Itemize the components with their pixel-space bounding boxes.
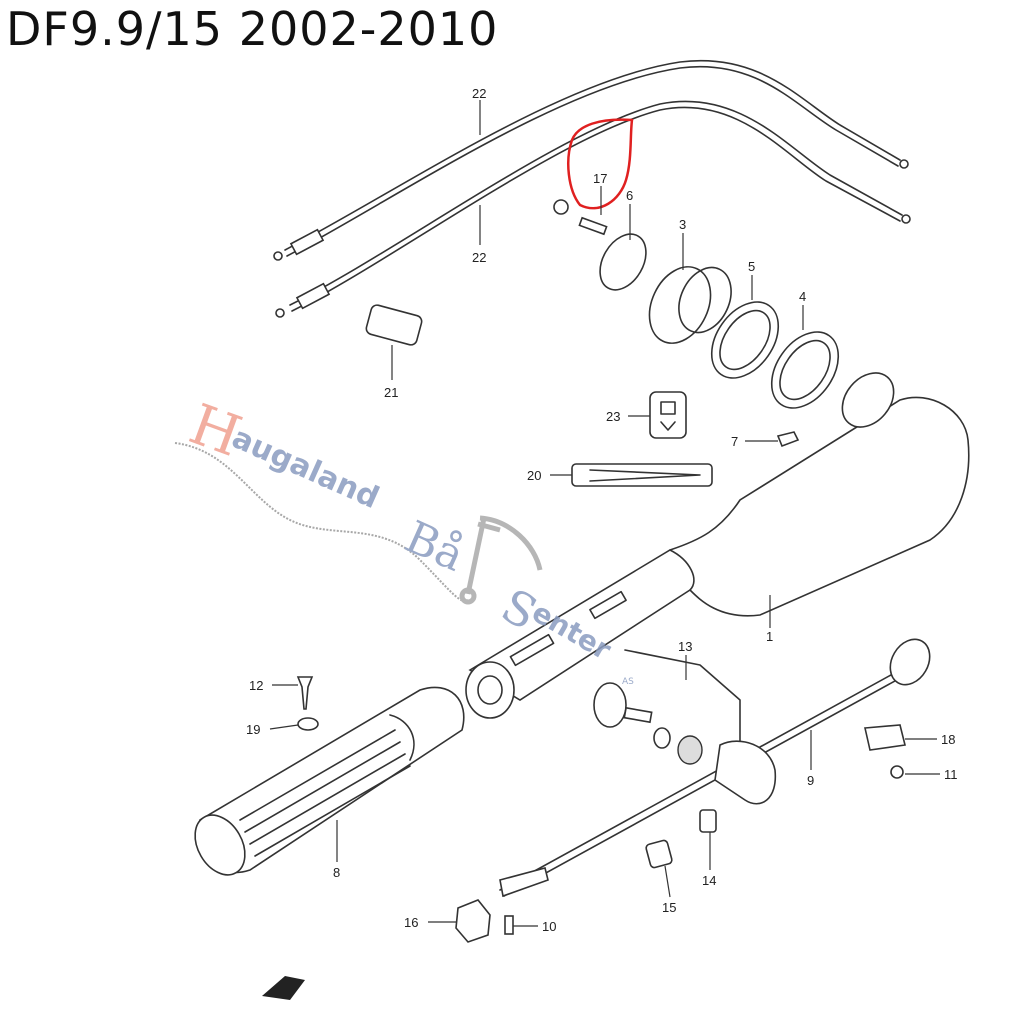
highlight-circle xyxy=(567,118,634,210)
part-labels: 22 22 17 6 3 5 4 21 23 7 20 1 13 12 19 1… xyxy=(246,86,958,934)
part-3-collar xyxy=(648,266,732,344)
part-12-screw xyxy=(296,676,314,710)
throttle-cable-lower xyxy=(275,100,911,318)
label-14: 14 xyxy=(702,873,716,888)
label-23: 23 xyxy=(606,409,620,424)
label-13: 13 xyxy=(678,639,692,654)
part-18-plate xyxy=(864,724,906,751)
label-15: 15 xyxy=(662,900,676,915)
part-17-pin xyxy=(578,216,608,236)
label-12: 12 xyxy=(249,678,263,693)
throttle-cable-upper xyxy=(273,59,909,261)
label-17: 17 xyxy=(593,171,607,186)
part-5-ring xyxy=(710,301,780,379)
part-23-decal xyxy=(649,391,687,439)
part-9-throttle-shaft xyxy=(499,638,931,898)
label-21: 21 xyxy=(384,385,398,400)
label-7: 7 xyxy=(731,434,738,449)
label-9: 9 xyxy=(807,773,814,788)
label-18: 18 xyxy=(941,732,955,747)
watermark-logo: H augaland Bå S enter AS xyxy=(174,392,634,687)
part-16-block xyxy=(455,899,491,943)
part-4-ring xyxy=(770,331,840,409)
part-6-plate xyxy=(599,233,647,291)
part-11-screw xyxy=(890,765,904,779)
part-nut xyxy=(553,199,569,215)
part-1-tiller-arm xyxy=(465,372,970,719)
part-21-grommet xyxy=(365,304,423,346)
part-7-clip xyxy=(776,431,800,448)
label-20: 20 xyxy=(527,468,541,483)
part-14-nut xyxy=(699,809,717,833)
front-arrow-icon xyxy=(262,976,305,1000)
label-4: 4 xyxy=(799,289,806,304)
part-13-bracket xyxy=(624,649,741,761)
label-3: 3 xyxy=(679,217,686,232)
anchor-icon xyxy=(459,515,543,605)
label-16: 16 xyxy=(404,915,418,930)
label-5: 5 xyxy=(748,259,755,274)
part-15-spring xyxy=(645,839,673,869)
leader-lines xyxy=(269,100,940,927)
label-22-lower: 22 xyxy=(472,250,486,265)
part-19-washer xyxy=(297,717,319,731)
label-19: 19 xyxy=(246,722,260,737)
watermark-word-1: augaland xyxy=(227,420,384,516)
diagram-title: DF9.9/15 2002-2010 xyxy=(6,2,499,56)
label-1: 1 xyxy=(766,629,773,644)
part-8-throttle-grip xyxy=(194,686,465,876)
label-6: 6 xyxy=(626,188,633,203)
label-10: 10 xyxy=(542,919,556,934)
watermark-suffix: AS xyxy=(622,677,634,687)
part-13-knob xyxy=(593,682,627,728)
label-22-upper: 22 xyxy=(472,86,486,101)
label-8: 8 xyxy=(333,865,340,880)
part-10-pin xyxy=(504,915,514,935)
label-11: 11 xyxy=(944,767,958,782)
watermark-word-2: Bå xyxy=(398,511,472,581)
part-20-grip-insert xyxy=(571,463,713,487)
